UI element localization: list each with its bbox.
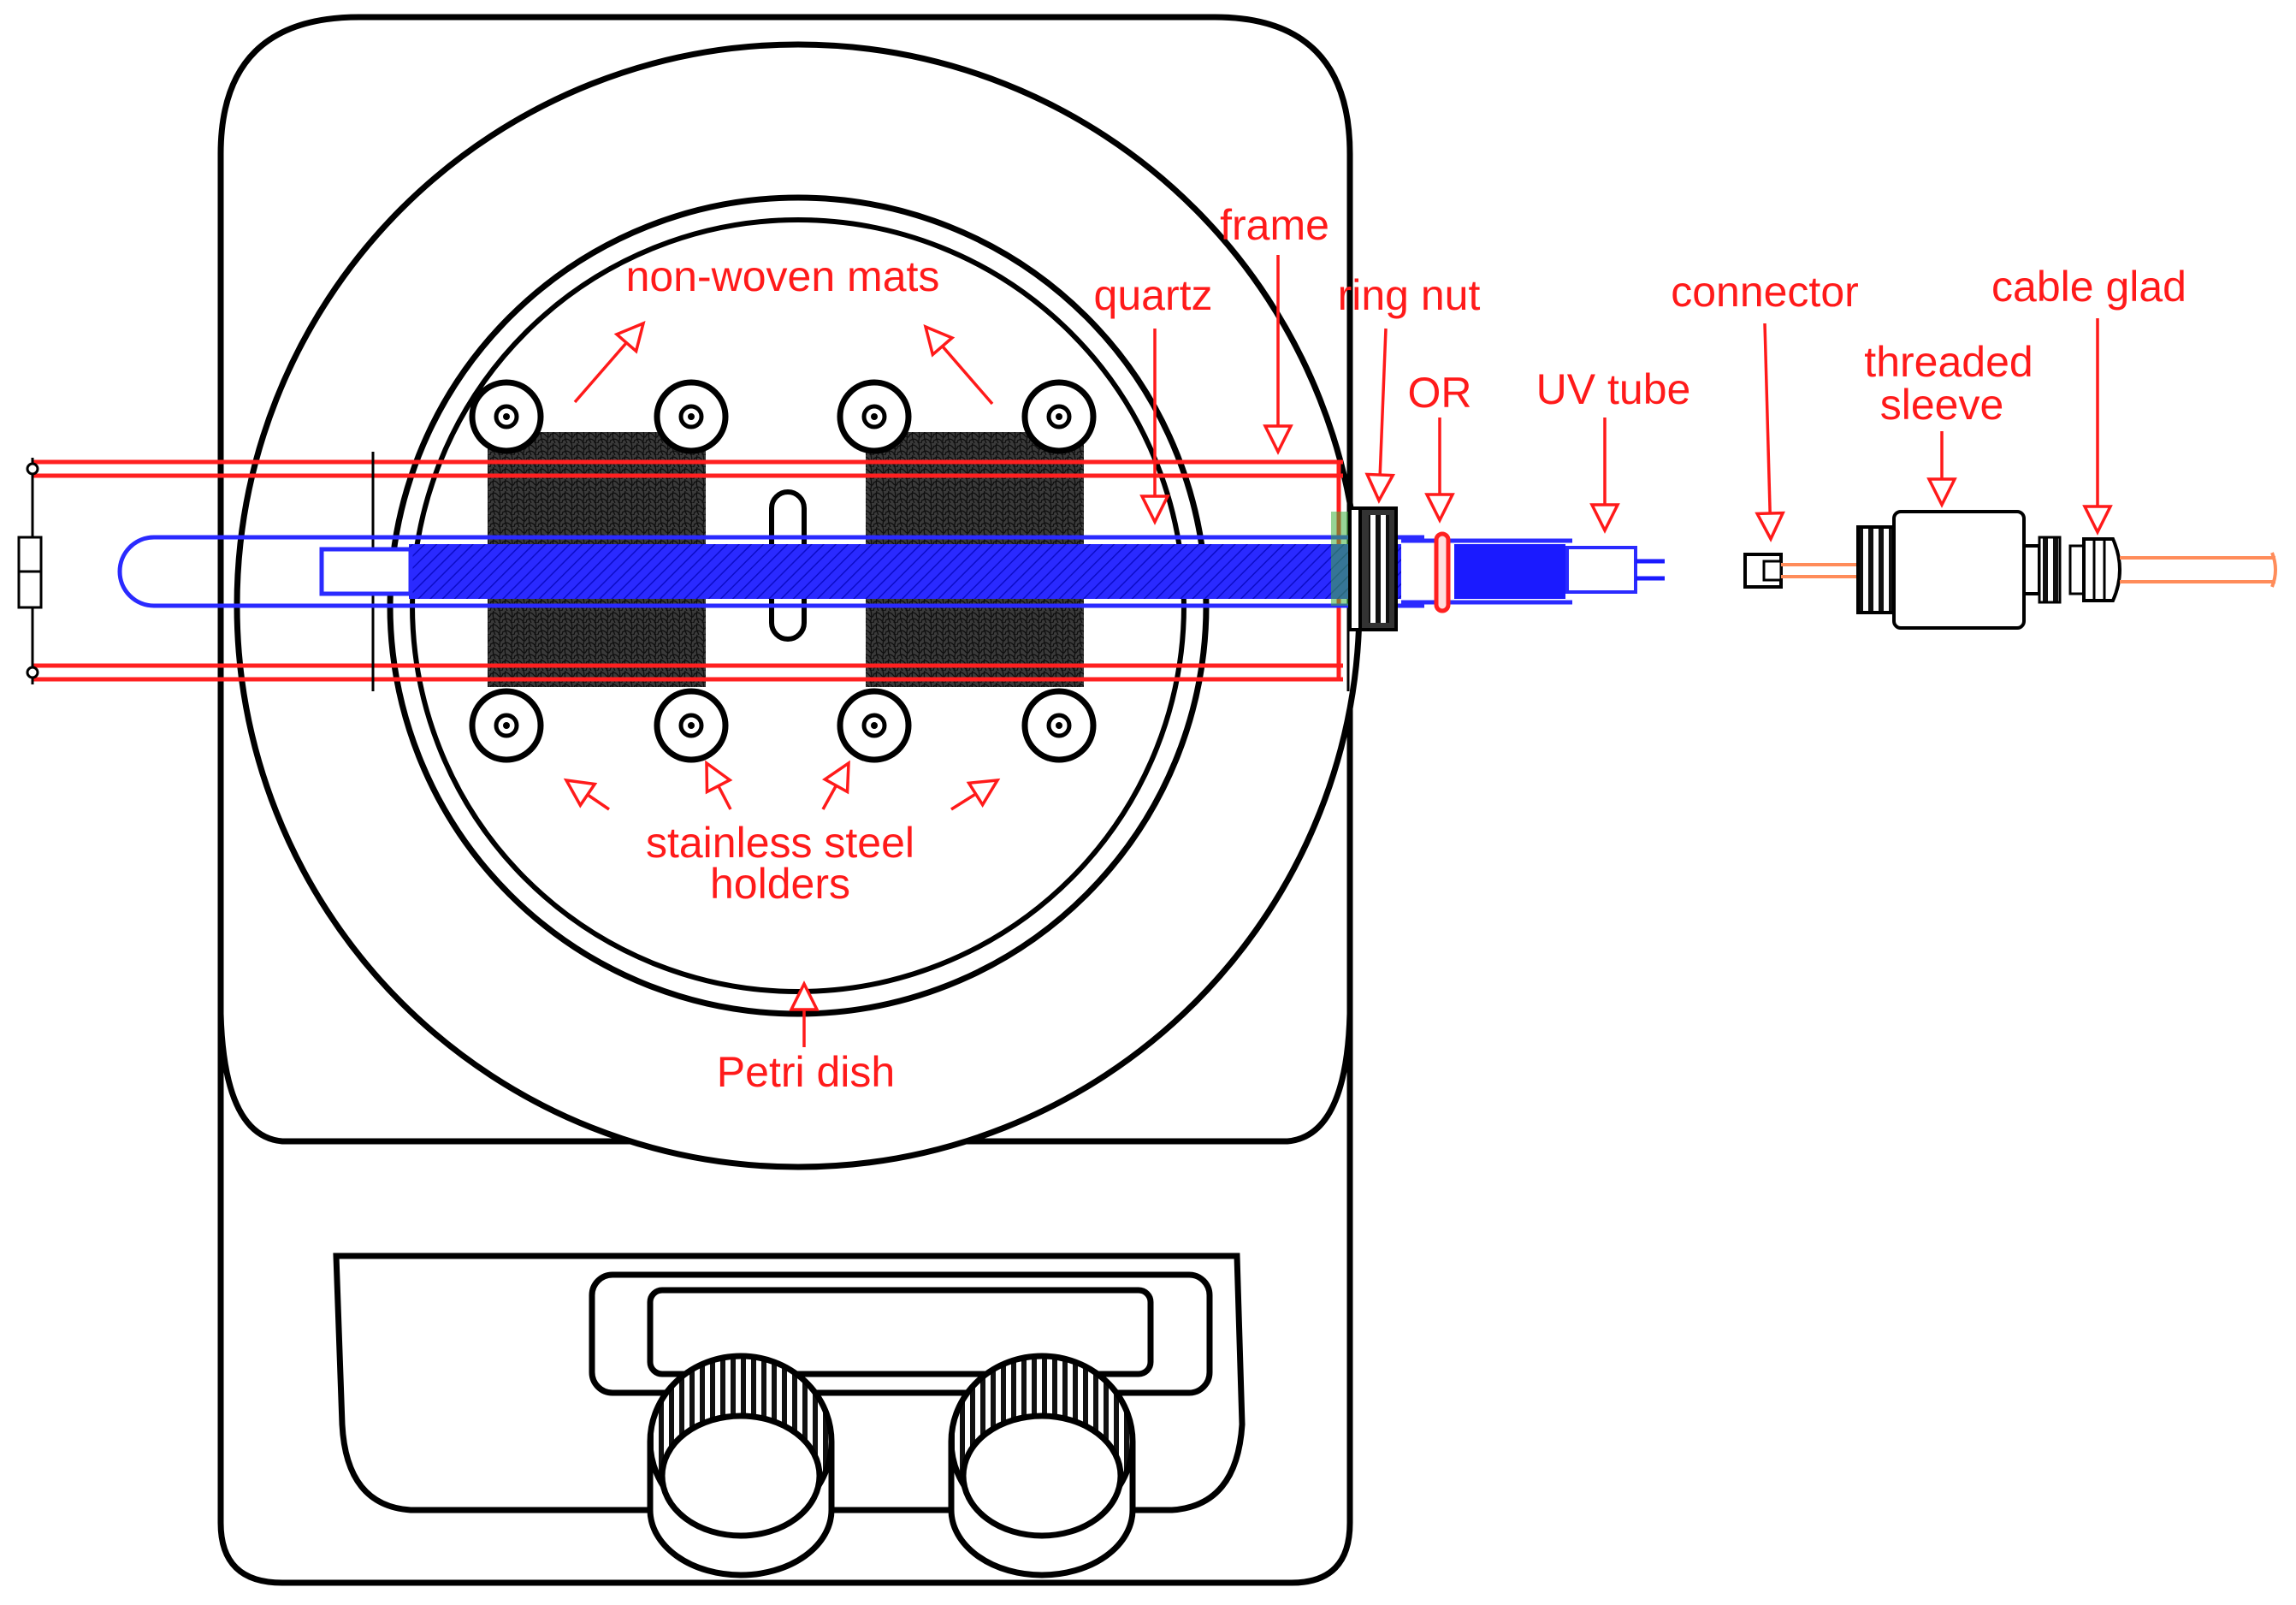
right-knob-icon[interactable] <box>948 1353 1136 1578</box>
label-stainless-steel-line2: holders <box>710 860 850 908</box>
arrow-icon <box>2082 318 2113 536</box>
arrow-icon <box>705 760 733 810</box>
frame-rails <box>33 459 1343 682</box>
arrow-icon <box>1263 255 1293 455</box>
arrow-icon <box>1139 329 1170 525</box>
arrow-icon <box>563 778 610 811</box>
o-ring <box>1434 531 1451 613</box>
arrow-icon <box>1424 418 1455 524</box>
display-screen <box>647 1287 1154 1377</box>
label-frame: frame <box>1220 201 1329 249</box>
cable-gland-part <box>2068 537 2121 602</box>
holder-icon <box>1021 688 1097 763</box>
stainless-steel-holders <box>469 379 1097 763</box>
uv-lamp-end <box>319 547 413 596</box>
label-cable-glad: cable glad <box>1991 263 2187 311</box>
label-or: OR <box>1408 369 1472 417</box>
arrow-icon <box>1926 431 1957 508</box>
label-stainless-steel-line1: stainless steel <box>646 819 914 867</box>
label-quartz: quartz <box>1094 271 1213 319</box>
arrow-icon <box>1364 328 1396 504</box>
label-non-woven-mats: non-woven mats <box>626 252 940 300</box>
holder-icon <box>1021 379 1097 454</box>
holder-icon <box>469 688 544 763</box>
label-petri-dish: Petri dish <box>717 1048 895 1096</box>
cable <box>2120 552 2277 588</box>
quartz-sleeve <box>117 535 1424 608</box>
holder-icon <box>837 688 912 763</box>
left-knob-icon[interactable] <box>647 1353 835 1578</box>
holder-icon <box>654 688 729 763</box>
uv-lamp-body <box>409 544 1401 599</box>
label-threaded-sleeve-line1: threaded <box>1864 338 2033 386</box>
holder-icon <box>837 379 912 454</box>
callout-arrows <box>563 255 2113 1047</box>
holder-icon <box>654 379 729 454</box>
arrow-icon <box>573 321 646 404</box>
arrow-icon <box>789 980 820 1047</box>
uv-tube-part <box>1565 546 1665 594</box>
arrow-icon <box>923 324 994 406</box>
uv-lamp-exit <box>1454 544 1565 599</box>
label-ring-nut: ring nut <box>1338 271 1481 319</box>
arrow-icon <box>821 760 850 810</box>
label-connector: connector <box>1671 268 1859 316</box>
threaded-sleeve-part <box>1856 510 2062 630</box>
connector-part <box>1743 553 1856 589</box>
ring-nut <box>1348 506 1398 631</box>
arrow-icon <box>950 778 1001 811</box>
arrow-icon <box>1755 323 1785 542</box>
holder-icon <box>469 379 544 454</box>
label-threaded-sleeve-line2: sleeve <box>1880 381 2004 429</box>
arrow-icon <box>1589 418 1620 534</box>
label-uv-tube: UV tube <box>1536 365 1691 413</box>
